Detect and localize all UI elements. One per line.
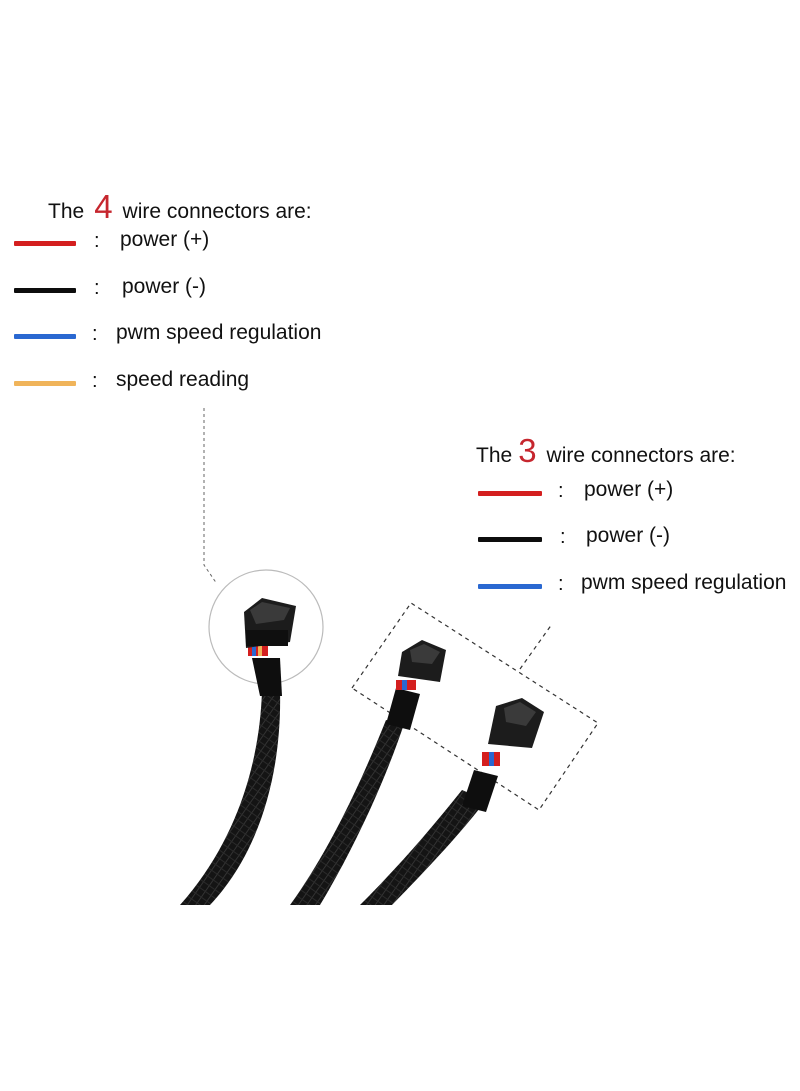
- three-wire-title-prefix: The: [476, 444, 513, 467]
- four-wire-cable: [180, 646, 282, 905]
- black-wire-swatch: [14, 288, 76, 293]
- legend-label: power (-): [122, 275, 207, 298]
- red-wire-swatch: [14, 241, 76, 246]
- legend-label: power (+): [584, 478, 674, 501]
- four-wire-legend-item-pwm: : pwm speed regulation: [14, 321, 334, 351]
- blue-wire-swatch: [14, 334, 76, 339]
- three-wire-legend-item-power-positive: : power (+): [478, 478, 798, 508]
- black-wire-swatch: [478, 537, 542, 542]
- four-wire-title-prefix: The: [48, 200, 85, 223]
- three-wire-cable-right: [360, 752, 500, 905]
- legend-colon: :: [558, 480, 564, 502]
- four-wire-count: 4: [94, 188, 113, 225]
- four-wire-legend-item-speed-reading: : speed reading: [14, 368, 334, 398]
- three-wire-count: 3: [518, 432, 537, 469]
- legend-colon: :: [560, 526, 566, 548]
- three-wire-title-suffix: wire connectors are:: [546, 444, 736, 467]
- legend-label: speed reading: [116, 368, 250, 391]
- legend-colon: :: [94, 230, 100, 252]
- four-wire-legend-item-power-negative: : power (-): [14, 275, 334, 305]
- three-wire-legend-item-power-negative: : power (-): [478, 524, 798, 554]
- four-wire-connector: [244, 598, 296, 648]
- three-wire-cable-left: [290, 680, 420, 905]
- four-wire-title-suffix: wire connectors are:: [122, 200, 312, 223]
- three-wire-connector-right: [488, 698, 544, 748]
- four-wire-legend-item-power-positive: : power (+): [14, 228, 334, 258]
- four-wire-title: The 4 wire connectors are:: [48, 190, 312, 224]
- legend-colon: :: [92, 370, 98, 392]
- legend-label: power (-): [586, 524, 671, 547]
- blue-wire-swatch: [478, 584, 542, 589]
- legend-label: pwm speed regulation: [116, 321, 322, 344]
- legend-colon: :: [94, 277, 100, 299]
- three-wire-legend-item-pwm: : pwm speed regulation: [478, 571, 798, 601]
- legend-label: power (+): [120, 228, 210, 251]
- legend-label: pwm speed regulation: [581, 571, 787, 594]
- legend-colon: :: [558, 573, 564, 595]
- yellow-wire-swatch: [14, 381, 76, 386]
- three-wire-dashed-box: [351, 602, 599, 811]
- four-wire-leader-line: [203, 408, 218, 585]
- red-wire-swatch: [478, 491, 542, 496]
- three-wire-connector-left: [398, 640, 446, 682]
- three-wire-title: The 3 wire connectors are:: [476, 434, 736, 468]
- legend-colon: :: [92, 323, 98, 345]
